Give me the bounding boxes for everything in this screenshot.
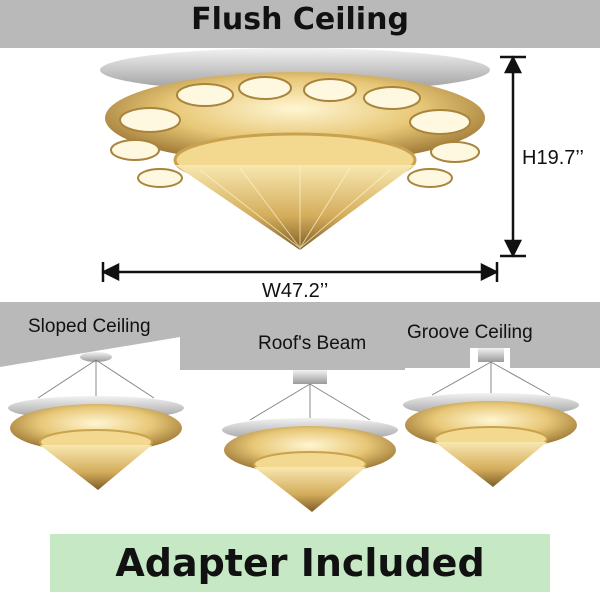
flush-ceiling-surface (0, 0, 600, 48)
groove-ceiling-chandelier (403, 348, 579, 487)
roof-beam-chandelier (222, 370, 398, 512)
height-label: H19.7’’ (522, 147, 584, 169)
crystal-cone (175, 165, 415, 250)
roof-beam-label: Roof's Beam (258, 333, 367, 354)
groove-ceiling (405, 302, 600, 368)
sloped-ceiling (0, 302, 180, 367)
page-title: Flush Ceiling (191, 2, 409, 37)
width-label: W47.2’’ (262, 280, 329, 302)
flush-chandelier (100, 48, 490, 250)
width-dimension (101, 262, 499, 282)
sloped-ceiling-label: Sloped Ceiling (28, 316, 151, 337)
height-dimension (500, 55, 526, 258)
roof-beam-ceiling (180, 302, 405, 370)
sloped-ceiling-chandelier (8, 352, 184, 490)
lamp-petals (110, 76, 480, 188)
adapter-included-banner: Adapter Included (50, 534, 550, 592)
groove-ceiling-label: Groove Ceiling (407, 322, 533, 343)
